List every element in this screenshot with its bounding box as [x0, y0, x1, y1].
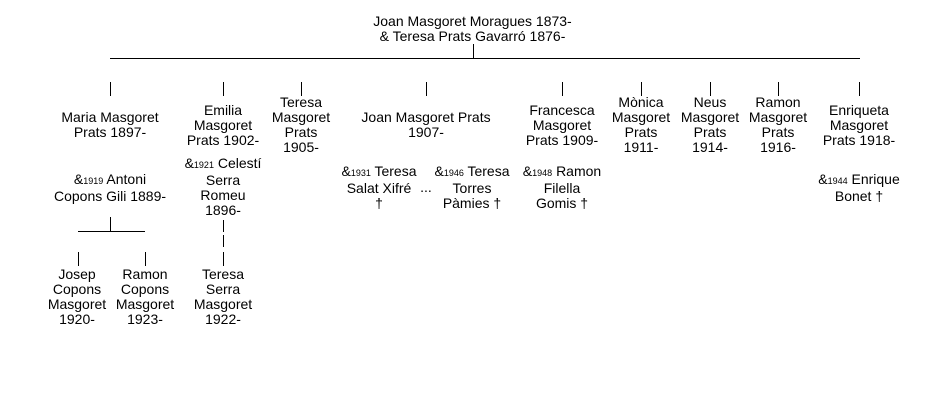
person-neus-masgoret: Neus Masgoret Prats 1914- [680, 94, 740, 155]
child-tick [710, 82, 711, 96]
person-teresa-serra: Teresa Serra Masgoret 1922- [193, 266, 253, 327]
root-couple: Joan Masgoret Moragues 1873- & Teresa Pr… [300, 14, 645, 44]
descent-connector [223, 235, 224, 247]
child-tick [301, 82, 302, 96]
child-tick [859, 82, 860, 96]
person-joan-masgoret: Joan Masgoret Prats 1907- [361, 109, 491, 140]
grandchild-tick [223, 252, 224, 266]
person-monica-masgoret: Mònica Masgoret Prats 1911- [611, 94, 671, 155]
person-emilia-masgoret: Emilia Masgoret Prats 1902- [186, 102, 260, 148]
child-tick [223, 82, 224, 96]
spouse-teresa-salat: &1931 Teresa Salat Xifré † [341, 163, 417, 211]
spouse-ramon-filella: &1948 Ramon Filella Gomis † [522, 163, 602, 211]
person-josep-copons: Josep Copons Masgoret 1920- [47, 266, 107, 327]
sibling-bar [78, 231, 145, 232]
child-tick [641, 82, 642, 96]
descent-connector [110, 217, 111, 231]
child-tick [426, 82, 427, 96]
child-tick [562, 82, 563, 96]
spouse-ellipsis: ... [420, 179, 432, 195]
person-ramon-masgoret: Ramon Masgoret Prats 1916- [748, 94, 808, 155]
spouse-celesti-serra: &1921 Celestí Serra Romeu 1896- [184, 155, 262, 218]
person-enriqueta-masgoret: Enriqueta Masgoret Prats 1918- [822, 102, 896, 148]
spouse-teresa-torres: &1946 Teresa Torres Pàmies † [434, 163, 510, 211]
root-spouse-name: & Teresa Prats Gavarró 1876- [379, 28, 566, 44]
person-ramon-copons: Ramon Copons Masgoret 1923- [115, 266, 175, 327]
grandchild-tick [78, 252, 79, 266]
person-francesca-masgoret: Francesca Masgoret Prats 1909- [525, 102, 599, 148]
spouse-antoni-copons: &1919 Antoni Copons Gili 1889- [53, 171, 167, 204]
root-connector [473, 44, 474, 58]
generation-bar [110, 58, 860, 59]
person-maria-masgoret: Maria Masgoret Prats 1897- [61, 109, 159, 140]
child-tick [778, 82, 779, 96]
descent-connector [223, 220, 224, 232]
root-person-name: Joan Masgoret Moragues 1873- [373, 13, 572, 29]
child-tick [110, 82, 111, 96]
spouse-enrique-bonet: &1944 Enrique Bonet † [818, 171, 900, 204]
grandchild-tick [145, 252, 146, 266]
person-teresa-masgoret: Teresa Masgoret Prats 1905- [271, 94, 331, 155]
